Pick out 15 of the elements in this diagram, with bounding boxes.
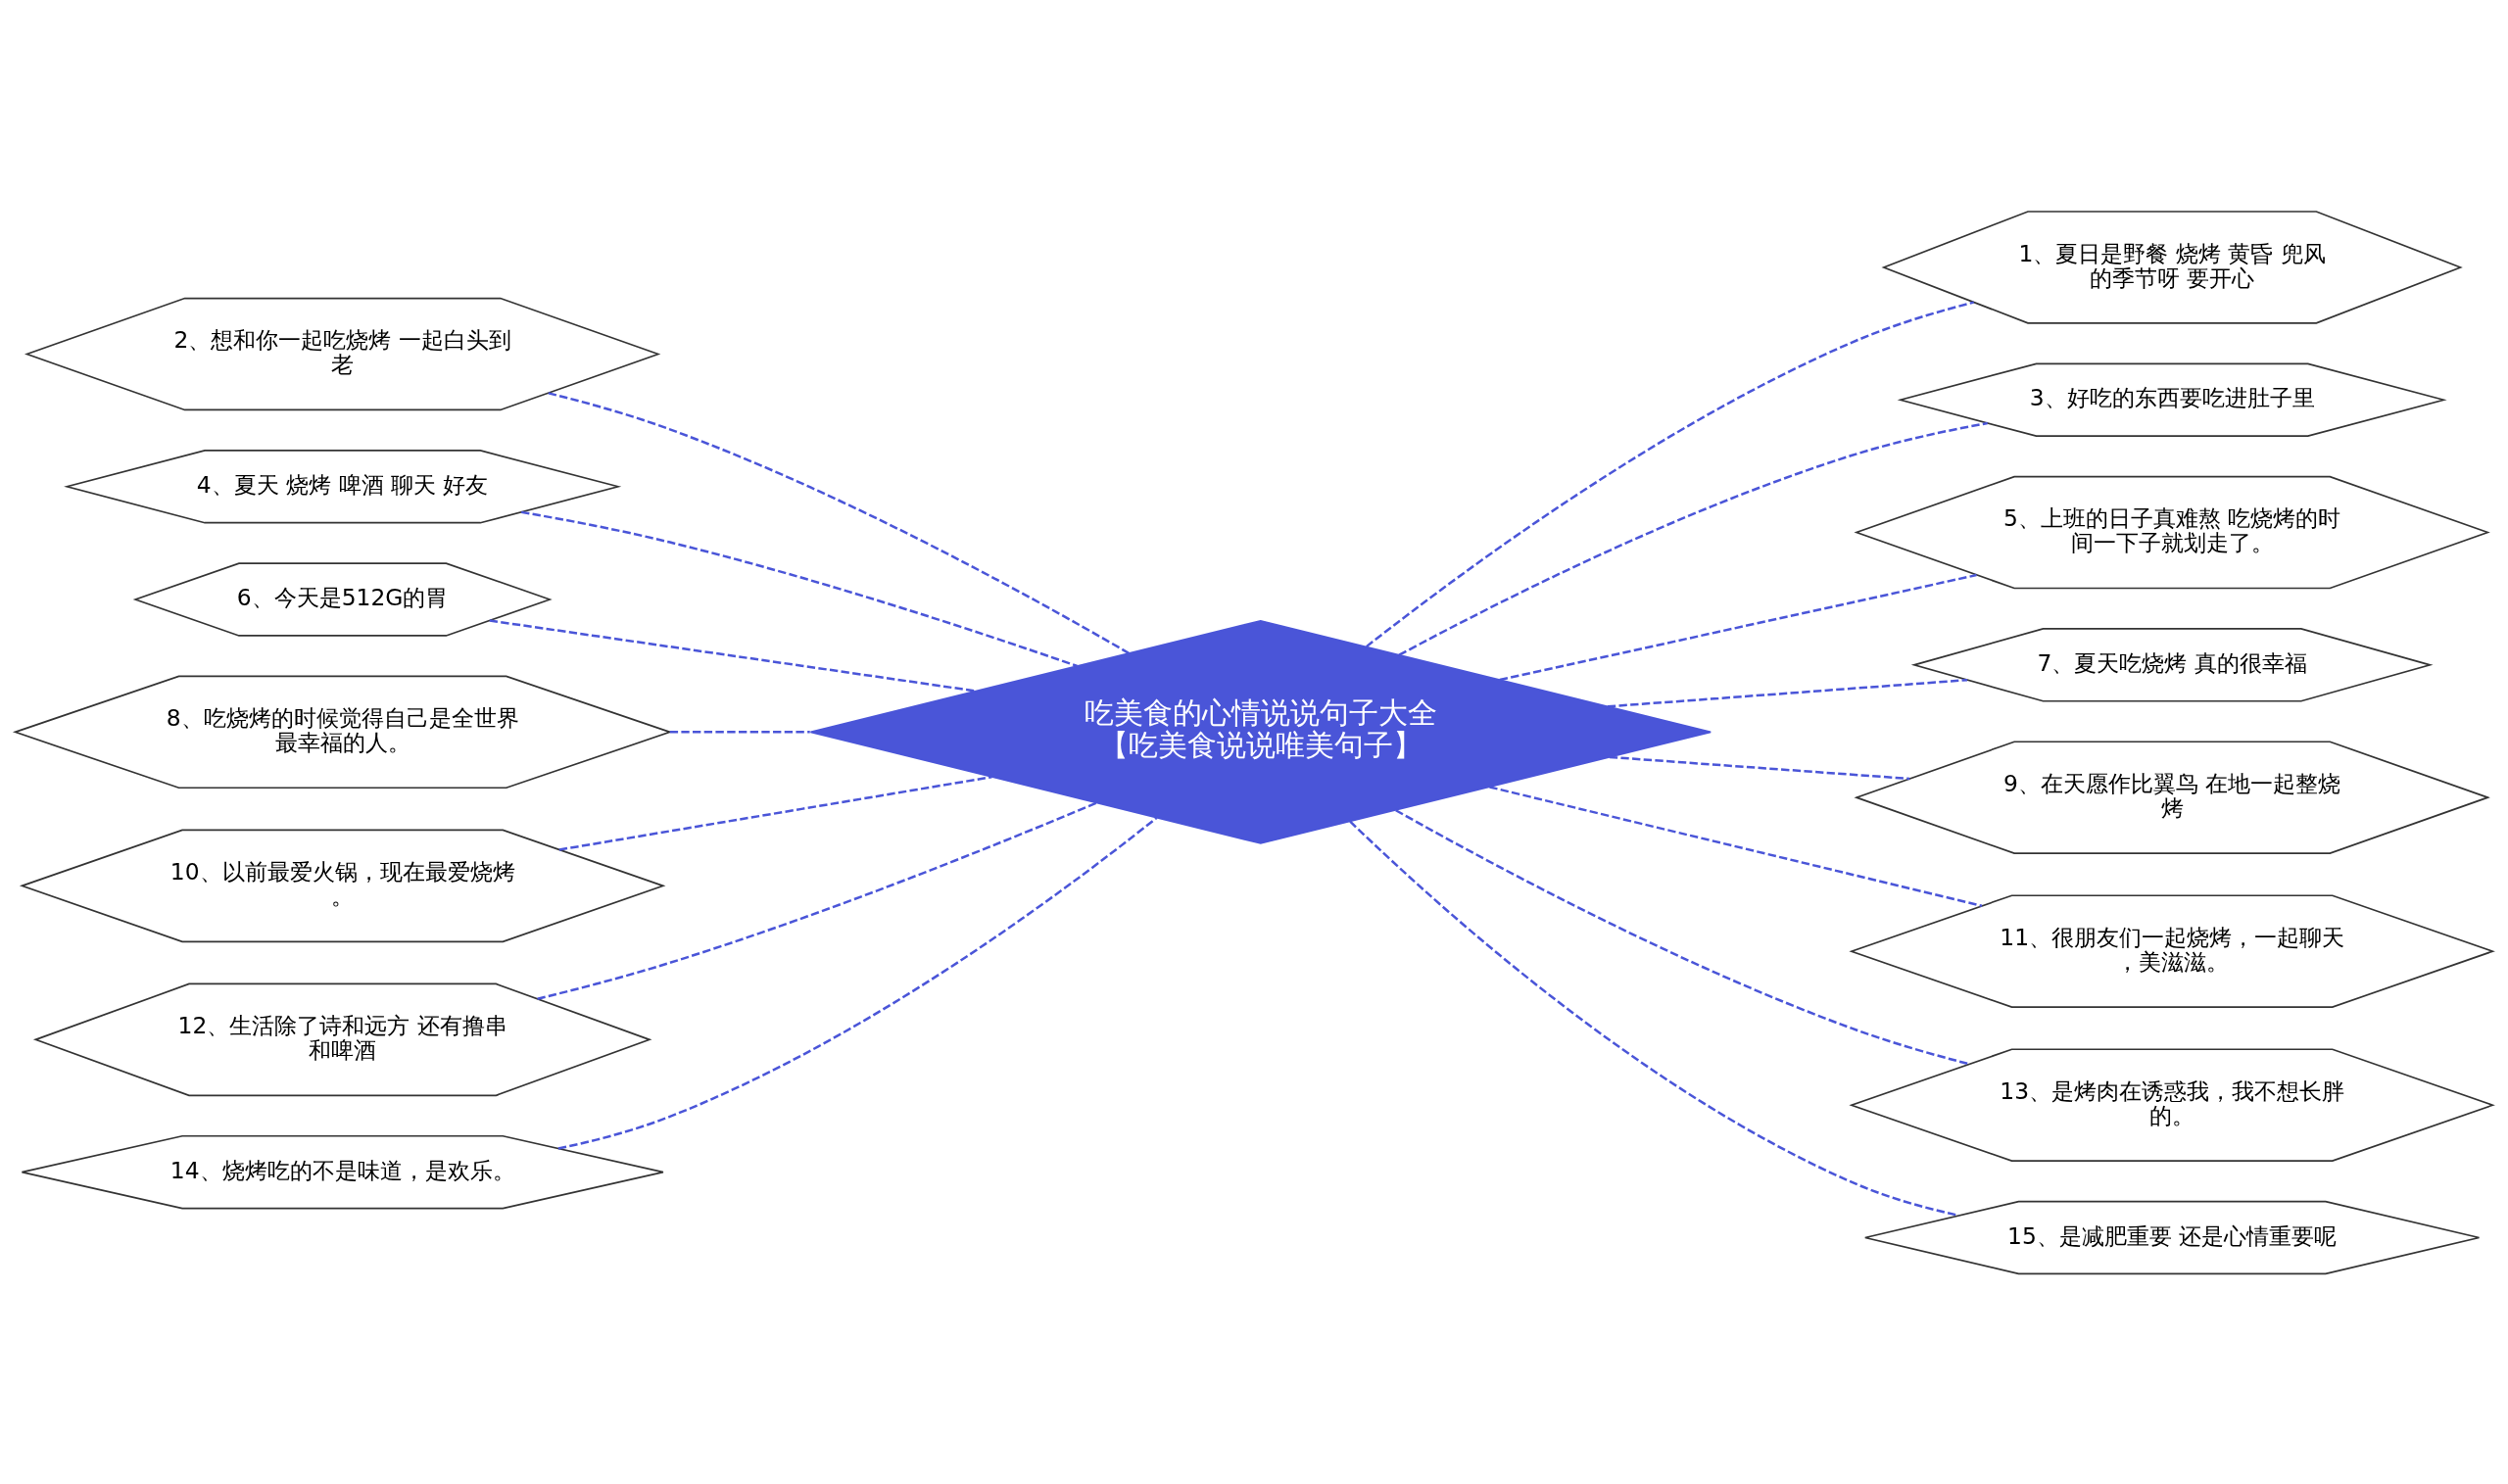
connector xyxy=(669,730,810,734)
node-diamond: 吃美食的心情说说句子大全【吃美食说说唯美句子】 xyxy=(809,619,1712,844)
connector xyxy=(1395,808,1970,1065)
connector xyxy=(1398,421,1988,656)
connector xyxy=(489,618,977,693)
connector xyxy=(1366,300,1974,647)
connector xyxy=(558,775,992,851)
connector xyxy=(1609,755,1910,780)
connector xyxy=(1499,573,1977,681)
connector xyxy=(557,816,1158,1150)
connector xyxy=(537,801,1097,1000)
connector xyxy=(520,510,1078,667)
connector xyxy=(1489,785,1983,907)
connector xyxy=(1607,678,1968,708)
connector xyxy=(548,391,1130,654)
